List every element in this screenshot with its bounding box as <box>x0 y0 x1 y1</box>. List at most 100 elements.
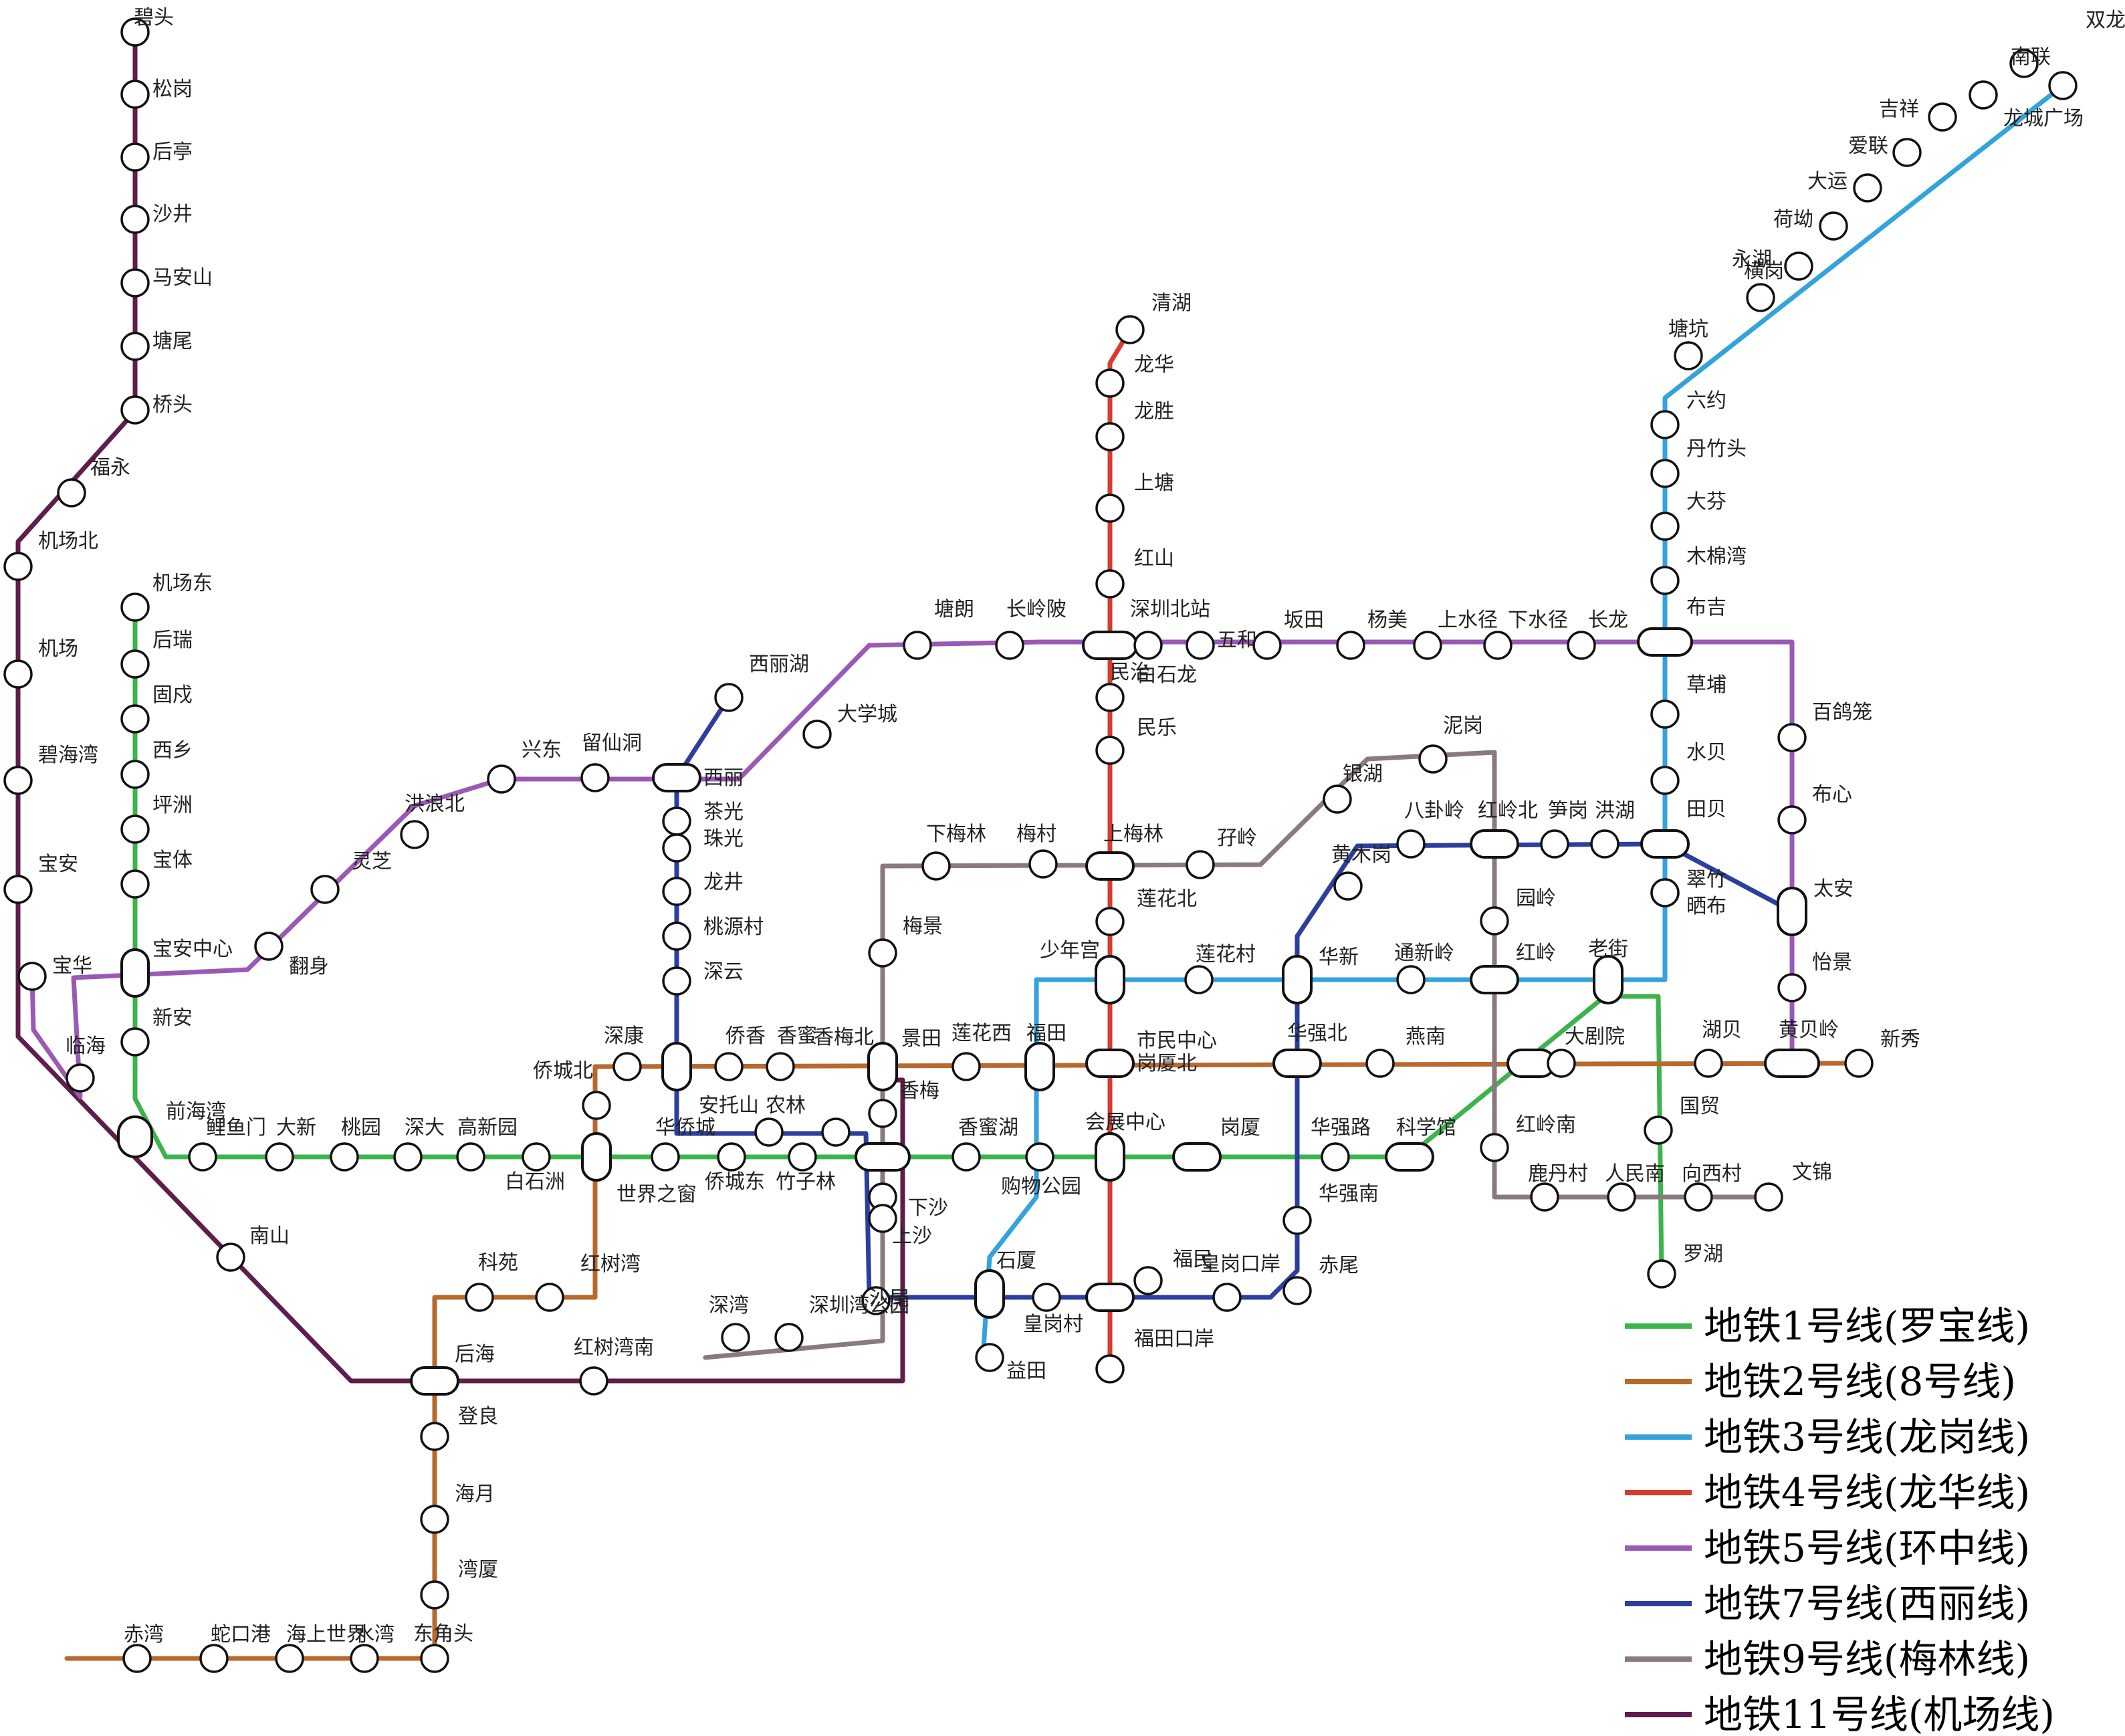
station-marker[interactable] <box>1607 1182 1636 1212</box>
station-marker[interactable] <box>188 1142 217 1172</box>
station-marker[interactable] <box>1784 251 1813 281</box>
station-marker[interactable] <box>1282 1206 1312 1235</box>
station-marker[interactable] <box>1650 410 1680 439</box>
station-marker[interactable] <box>1777 805 1807 835</box>
station-marker[interactable] <box>535 1283 564 1312</box>
station-marker[interactable] <box>1095 683 1125 712</box>
station-marker[interactable] <box>1969 80 1998 110</box>
station-marker[interactable] <box>714 1052 744 1081</box>
station-marker[interactable] <box>1095 907 1125 936</box>
station-marker[interactable] <box>1647 1259 1676 1289</box>
station-marker[interactable] <box>1892 138 1922 167</box>
station-marker[interactable] <box>1095 368 1125 398</box>
station-marker[interactable] <box>1186 850 1215 879</box>
station-marker[interactable] <box>3 552 33 581</box>
interchange-station[interactable] <box>974 1269 1005 1319</box>
station-marker[interactable] <box>1184 965 1214 994</box>
interchange-station[interactable] <box>1385 1142 1434 1172</box>
station-marker[interactable] <box>57 478 86 508</box>
station-marker[interactable] <box>582 1091 611 1120</box>
station-marker[interactable] <box>1483 631 1513 660</box>
interchange-station[interactable] <box>1024 1042 1055 1091</box>
station-marker[interactable] <box>995 631 1024 660</box>
station-marker[interactable] <box>1819 211 1848 241</box>
station-marker[interactable] <box>420 1422 449 1451</box>
interchange-station[interactable] <box>120 948 150 998</box>
interchange-station[interactable] <box>855 1142 911 1172</box>
station-marker[interactable] <box>522 1142 551 1172</box>
station-marker[interactable] <box>662 806 691 836</box>
station-marker[interactable] <box>1644 1115 1673 1145</box>
station-marker[interactable] <box>579 1366 608 1396</box>
station-marker[interactable] <box>120 760 150 789</box>
interchange-station[interactable] <box>652 763 701 792</box>
station-marker[interactable] <box>662 877 691 906</box>
station-marker[interactable] <box>393 1142 423 1172</box>
station-marker[interactable] <box>1777 723 1807 752</box>
station-marker[interactable] <box>350 1644 379 1673</box>
station-marker[interactable] <box>120 815 150 844</box>
station-marker[interactable] <box>1650 699 1680 729</box>
interchange-station[interactable] <box>1282 955 1313 1004</box>
station-marker[interactable] <box>216 1242 245 1272</box>
station-marker[interactable] <box>66 1063 95 1093</box>
station-marker[interactable] <box>1674 341 1703 370</box>
station-marker[interactable] <box>1186 631 1215 660</box>
interchange-station[interactable] <box>1640 829 1690 859</box>
station-marker[interactable] <box>420 1580 449 1610</box>
interchange-station[interactable] <box>1085 1049 1135 1078</box>
station-marker[interactable] <box>120 80 150 109</box>
station-marker[interactable] <box>754 1117 784 1147</box>
station-marker[interactable] <box>1754 1182 1783 1212</box>
station-marker[interactable] <box>651 1142 680 1172</box>
station-marker[interactable] <box>868 938 897 968</box>
station-marker[interactable] <box>1028 849 1058 879</box>
station-marker[interactable] <box>400 820 429 849</box>
station-marker[interactable] <box>1684 1182 1713 1212</box>
station-marker[interactable] <box>2048 71 2078 100</box>
station-marker[interactable] <box>122 1644 152 1673</box>
station-marker[interactable] <box>1928 102 1957 132</box>
station-marker[interactable] <box>802 720 832 749</box>
station-marker[interactable] <box>1650 512 1680 541</box>
station-marker[interactable] <box>1333 871 1363 901</box>
station-marker[interactable] <box>580 763 610 792</box>
station-marker[interactable] <box>1336 631 1365 660</box>
station-marker[interactable] <box>1567 631 1596 660</box>
station-marker[interactable] <box>1252 631 1282 660</box>
station-marker[interactable] <box>662 921 691 951</box>
station-marker[interactable] <box>1396 965 1426 994</box>
station-marker[interactable] <box>921 851 951 881</box>
interchange-station[interactable] <box>1095 1132 1125 1182</box>
station-marker[interactable] <box>868 1204 897 1233</box>
station-marker[interactable] <box>1547 1049 1576 1078</box>
interchange-station[interactable] <box>1085 851 1135 881</box>
station-marker[interactable] <box>1095 1354 1125 1384</box>
station-marker[interactable] <box>420 1505 449 1534</box>
station-marker[interactable] <box>3 766 33 795</box>
station-marker[interactable] <box>1844 1049 1874 1078</box>
station-marker[interactable] <box>1025 1142 1054 1172</box>
interchange-station[interactable] <box>1085 1283 1135 1312</box>
station-marker[interactable] <box>774 1323 804 1352</box>
station-marker[interactable] <box>17 962 47 991</box>
station-marker[interactable] <box>330 1142 359 1172</box>
interchange-station[interactable] <box>661 1042 692 1091</box>
station-marker[interactable] <box>662 966 691 996</box>
station-marker[interactable] <box>1095 422 1125 451</box>
station-marker[interactable] <box>420 1644 449 1673</box>
station-marker[interactable] <box>3 659 33 689</box>
interchange-station[interactable] <box>1470 965 1519 994</box>
station-marker[interactable] <box>120 332 150 361</box>
station-marker[interactable] <box>1853 173 1882 203</box>
station-marker[interactable] <box>1095 494 1125 523</box>
station-marker[interactable] <box>717 1142 746 1172</box>
station-marker[interactable] <box>903 631 932 660</box>
station-marker[interactable] <box>1212 1283 1242 1312</box>
station-marker[interactable] <box>1413 631 1442 660</box>
station-marker[interactable] <box>612 1052 642 1081</box>
station-marker[interactable] <box>120 649 150 679</box>
station-marker[interactable] <box>310 875 340 904</box>
interchange-station[interactable] <box>1593 955 1624 1004</box>
station-marker[interactable] <box>952 1142 981 1172</box>
